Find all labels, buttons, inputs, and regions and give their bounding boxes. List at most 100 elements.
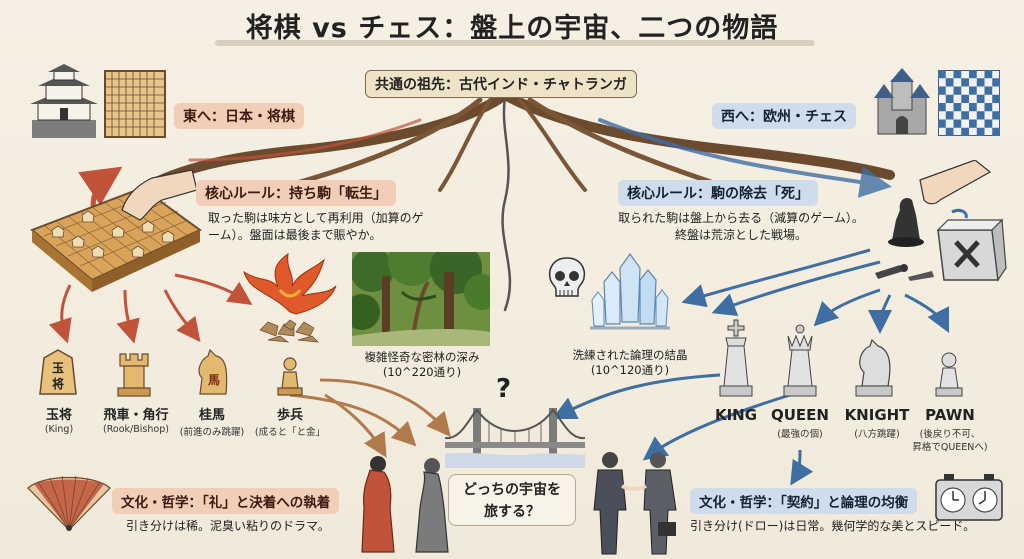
svg-text:馬: 馬 [208,373,220,387]
board-square [945,78,954,87]
chess-rule-desc: 取られた駒は盤上から去る（減算のゲーム）。 終盤は荒涼とした戦場。 [606,210,876,244]
shogi-piece-name-0: 玉将 [45,408,72,423]
bridge-icon [445,408,585,468]
board-square [984,103,993,112]
board-square [992,78,1000,87]
board-square [969,103,977,112]
board-square [976,78,985,87]
fuhyo-pawn-icon [277,357,303,396]
board-square [945,111,954,120]
title-underline [215,40,815,46]
east-direction-label: 東へ：日本・将棋 [174,103,304,129]
skull-icon [548,257,586,297]
queen-piece-icon [783,324,817,397]
board-square [938,103,946,112]
board-square [984,86,993,95]
chess-rule-desc-line1: 取られた駒は盤上から去る（減算のゲーム）。 [618,211,864,225]
chess-piece-name-1: QUEEN [771,406,829,424]
ancestor-label: 共通の祖先：古代インド・チャトランガ [365,70,637,98]
phoenix-icon [243,252,337,343]
svg-text:将: 将 [52,376,64,391]
chess-piece-sub-4: 昇格でQUEENへ) [912,442,988,453]
shogi-culture-desc: 引き分けは稀。泥臭い粘りのドラマ。 [126,519,330,533]
forest-caption: 複雑怪奇な密林の深み (10^220通り) [344,350,500,380]
board-square [984,70,993,79]
crystal-caption: 洗練された論理の結晶 (10^120通り) [560,348,700,378]
board-square [945,127,954,136]
forest-label: 複雑怪奇な密林の深み [364,350,480,364]
chess-clock-icon [935,474,1003,521]
chess-rule-title: 核心ルール：駒の除去「死」 [618,180,818,206]
shogi-rule-title: 核心ルール：持ち駒「転生」 [196,180,396,206]
rook-tower-icon [117,353,151,397]
european-castle-icon [874,68,930,135]
shogi-culture-title: 文化・哲学：「礼」と決着への執着 [112,488,340,514]
board-square [969,119,977,128]
journey-line1: どっちの宇宙を [463,482,561,498]
fan-icon [27,475,111,531]
chess-piece-name-2: KNIGHT [844,406,910,424]
shogi-piece-name-2: 桂馬 [198,408,225,423]
center-arrows [289,378,451,458]
journey-question-box: どっちの宇宙を 旅する？ [448,474,576,526]
chess-arrows [551,248,950,486]
chess-piece-sub-2: (八方跳躍) [854,429,900,440]
handshake-people-icon [593,452,677,555]
crystal-label: 洗練された論理の結晶 [572,348,688,362]
crystal-icon [590,252,670,330]
board-square [992,94,1000,103]
forest-count: (10^220通り) [382,365,462,379]
board-square [961,94,969,103]
shogi-piece-sub-1: (Rook/Bishop) [103,424,169,435]
chessboard-icon [938,70,1000,136]
question-mark: ? [496,374,512,404]
shogi-piece-name-1: 飛車・角行 [103,408,169,423]
journey-line2: 旅する？ [484,504,540,520]
board-square [938,86,946,95]
gyokusho-piece-icon: 玉 将 [39,349,77,395]
board-square [992,111,1000,120]
svg-text:玉: 玉 [52,361,64,375]
board-square [961,111,969,120]
board-square [976,127,985,136]
shogi-rule-desc-line1: 取った駒は味方として再利用（加算のゲ [208,211,424,225]
king-piece-icon [719,319,753,397]
board-square [945,94,954,103]
board-square [976,94,985,103]
shogi-rule-desc: 取った駒は味方として再利用（加算のゲ ーム）。盤面は最後まで賑やか。 [208,210,424,244]
board-square [953,86,962,95]
root-system [145,90,895,312]
shogi-piece-sub-3: (成ると「と金」 [254,427,326,438]
board-square [953,103,962,112]
bowing-people-icon [361,456,449,553]
shogi-piece-sub-2: (前進のみ跳躍) [179,427,245,438]
west-direction-label: 西へ：欧州・チェス [712,103,856,129]
shogi-piece-name-3: 歩兵 [276,408,303,423]
shogi-rule-desc-line2: ーム）。盤面は最後まで賑やか。 [208,228,382,242]
chess-culture-title: 文化・哲学：「契約」と論理の均衡 [690,488,918,514]
japanese-castle-icon [30,64,98,138]
chess-rule-desc-line2: 終盤は荒涼とした戦場。 [674,228,807,242]
board-square [984,119,993,128]
shogi-piece-sub-0: (King) [44,424,74,435]
chess-piece-name-3: PAWN [925,406,975,424]
chess-piece-name-0: KING [714,406,758,424]
knight-piece-icon [855,338,893,397]
board-square [961,78,969,87]
page-title: 将棋 vs チェス：盤上の宇宙、二つの物語 [245,13,779,44]
chess-culture-desc: 引き分け(ドロー)は日常。幾何学的な美とスピード。 [690,519,976,533]
chess-piece-sub-1: (最強の個) [777,429,823,440]
keima-knight-icon: 馬 [198,348,228,395]
crystal-count: (10^120通り) [590,363,670,377]
forest-icon [352,252,490,346]
board-square [938,119,946,128]
chess-piece-sub-3: (後戻り不可、 [919,429,981,440]
board-square [938,70,946,79]
board-square [969,86,977,95]
chess-hand-box-icon [888,160,1007,282]
board-square [953,70,962,79]
shogi-board-icon [104,70,166,138]
board-square [969,70,977,79]
